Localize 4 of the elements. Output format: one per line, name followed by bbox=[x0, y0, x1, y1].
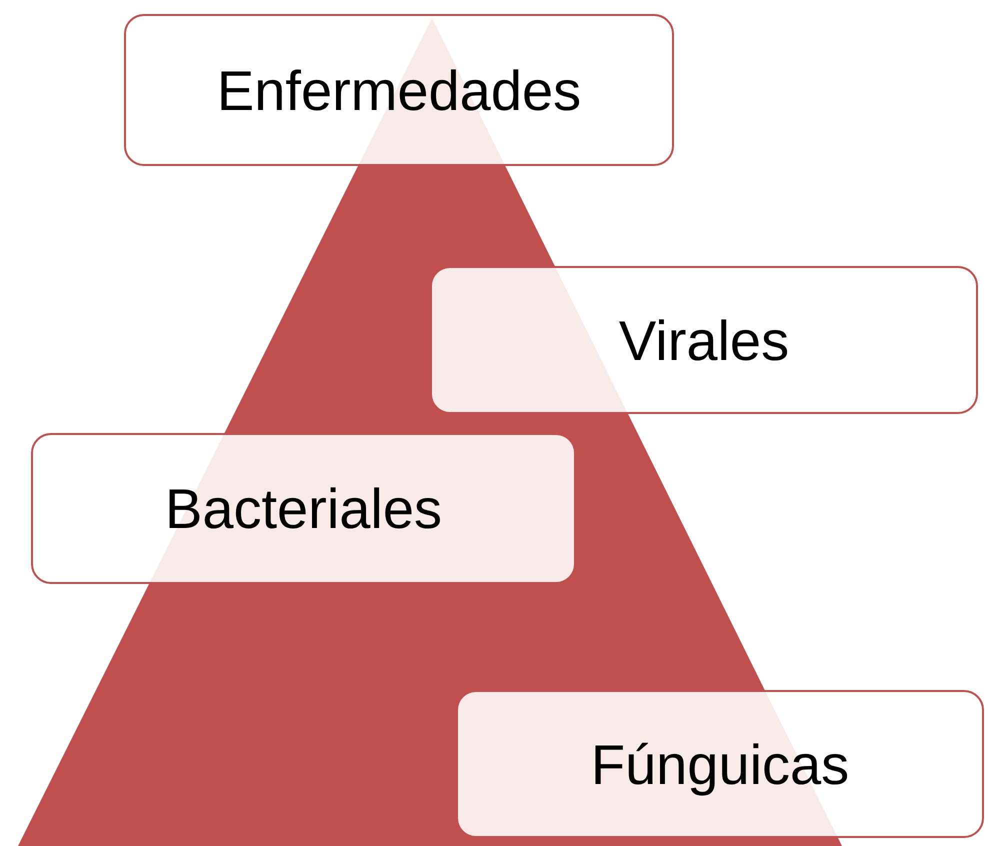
level-box: Enfermedades bbox=[124, 14, 674, 166]
level-box: Fúnguicas bbox=[456, 690, 984, 838]
level-box: Bacteriales bbox=[31, 433, 576, 584]
level-box: Virales bbox=[430, 266, 978, 414]
